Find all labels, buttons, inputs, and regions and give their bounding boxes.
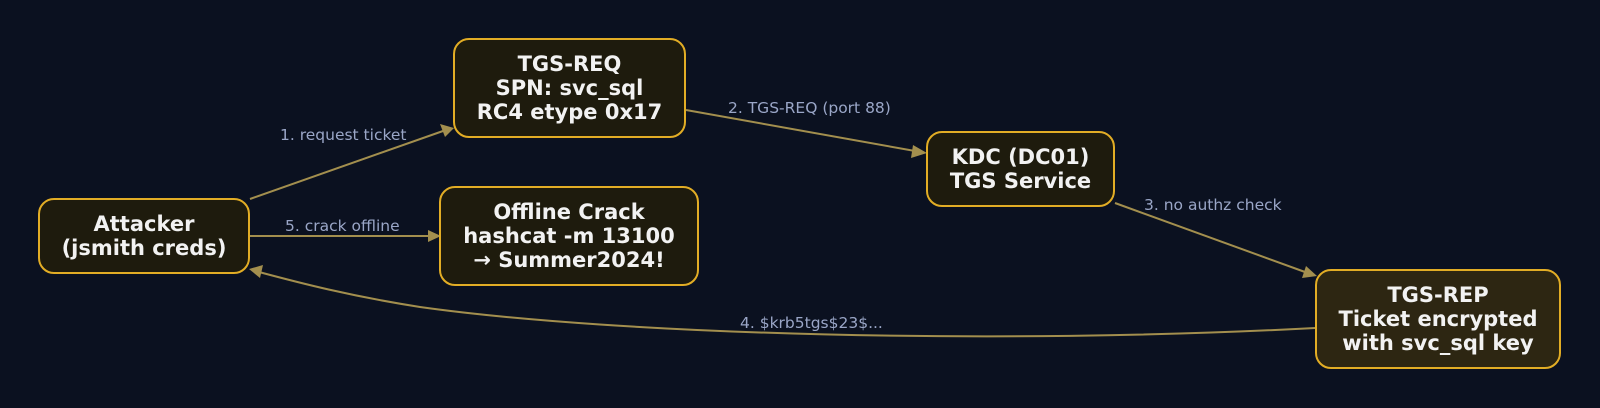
node-attacker-line-2: (jsmith creds) (61, 236, 227, 260)
node-tgs-rep: TGS-REP Ticket encrypted with svc_sql ke… (1315, 269, 1561, 369)
edge-label-tgs-req: 2. TGS-REQ (port 88) (728, 99, 891, 117)
node-tgs-req-line-1: TGS-REQ (517, 52, 622, 76)
node-tgs-rep-line-3: with svc_sql key (1342, 331, 1534, 355)
node-attacker: Attacker (jsmith creds) (38, 198, 250, 274)
edge-no-authz-check (1114, 202, 1306, 273)
edge-label-krb5tgs-hash: 4. $krb5tgs$23$... (740, 314, 883, 332)
node-tgs-req-line-2: SPN: svc_sql (495, 76, 644, 100)
node-kdc-line-2: TGS Service (949, 169, 1092, 193)
node-tgs-req-line-3: RC4 etype 0x17 (476, 100, 663, 124)
node-offline-crack: Offline Crack hashcat -m 13100 → Summer2… (439, 186, 699, 286)
arrowhead-request-ticket (440, 124, 454, 137)
node-tgs-rep-line-2: Ticket encrypted (1338, 307, 1538, 331)
arrowhead-krb5tgs-hash (249, 265, 263, 278)
edge-krb5tgs-hash (258, 271, 1316, 338)
edge-tgs-req (685, 109, 916, 152)
edge-label-crack-offline: 5. crack offline (285, 217, 400, 235)
edge-request-ticket (249, 130, 444, 200)
node-attacker-line-1: Attacker (93, 212, 195, 236)
arrowhead-tgs-req (911, 145, 927, 158)
edge-label-no-authz-check: 3. no authz check (1144, 196, 1282, 214)
node-offline-crack-line-1: Offline Crack (493, 200, 645, 224)
arrowhead-crack-offline (428, 230, 441, 242)
node-tgs-rep-line-1: TGS-REP (1387, 283, 1489, 307)
node-offline-crack-line-2: hashcat -m 13100 (463, 224, 675, 248)
edge-label-request-ticket: 1. request ticket (280, 126, 407, 144)
node-kdc: KDC (DC01) TGS Service (926, 131, 1115, 207)
node-kdc-line-1: KDC (DC01) (951, 145, 1090, 169)
node-offline-crack-line-3: → Summer2024! (473, 248, 665, 272)
arrowhead-no-authz-check (1302, 266, 1317, 278)
node-tgs-req: TGS-REQ SPN: svc_sql RC4 etype 0x17 (453, 38, 686, 138)
